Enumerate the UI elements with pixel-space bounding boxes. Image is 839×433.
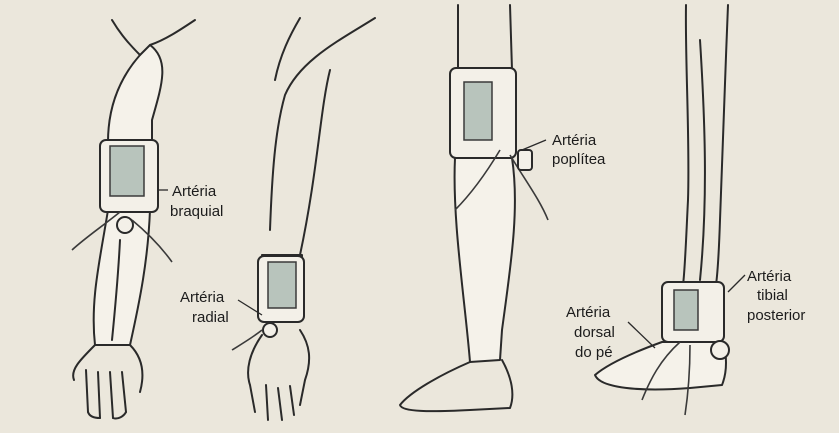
label-tibial-line1: Artéria xyxy=(747,268,792,285)
label-radial: Artéria radial xyxy=(180,289,229,326)
lower-leg-outline xyxy=(455,158,515,362)
label-tibial-line3: posterior xyxy=(747,307,805,324)
label-dorsalis-line2: dorsal xyxy=(574,324,615,341)
foot-ankle-outline xyxy=(595,342,726,389)
label-popliteal-line1: Artéria xyxy=(552,132,597,149)
foot-outline xyxy=(400,360,512,411)
radial-cuff-bladder xyxy=(268,262,296,308)
upper-arm-outline xyxy=(108,45,162,142)
popliteal-cuff-bladder xyxy=(464,82,492,140)
label-radial-line2: radial xyxy=(192,309,229,326)
label-radial-line1: Artéria xyxy=(180,289,225,306)
label-popliteal: Artéria poplítea xyxy=(552,132,606,168)
upper-arm-radial-outline xyxy=(270,18,375,230)
label-dorsalis-line1: Artéria xyxy=(566,304,611,321)
posterior-tibial-stethoscope xyxy=(711,341,729,359)
label-tibial-line2: tibial xyxy=(757,287,788,304)
panel-radial xyxy=(232,18,375,420)
panel-popliteal xyxy=(400,5,548,411)
radial-stethoscope-bell xyxy=(263,323,277,337)
label-posterior-tibial: Artéria tibial posterior xyxy=(747,268,805,324)
label-dorsalis-pedis: Artéria dorsal do pé xyxy=(566,304,615,361)
popliteal-stethoscope xyxy=(518,150,532,170)
brachial-cuff-bladder xyxy=(110,146,144,196)
label-brachial-line1: Artéria xyxy=(172,183,217,200)
label-dorsalis-line3: do pé xyxy=(575,344,613,361)
hand-radial-outline xyxy=(248,330,309,420)
ankle-cuff-bladder xyxy=(674,290,698,330)
label-brachial-line2: braquial xyxy=(170,203,223,220)
label-brachial: Artéria braquial xyxy=(170,183,223,220)
brachial-stethoscope-bell xyxy=(117,217,133,233)
label-popliteal-line2: poplítea xyxy=(552,151,606,168)
panel-ankle xyxy=(595,5,745,415)
hand-outline xyxy=(73,345,142,418)
